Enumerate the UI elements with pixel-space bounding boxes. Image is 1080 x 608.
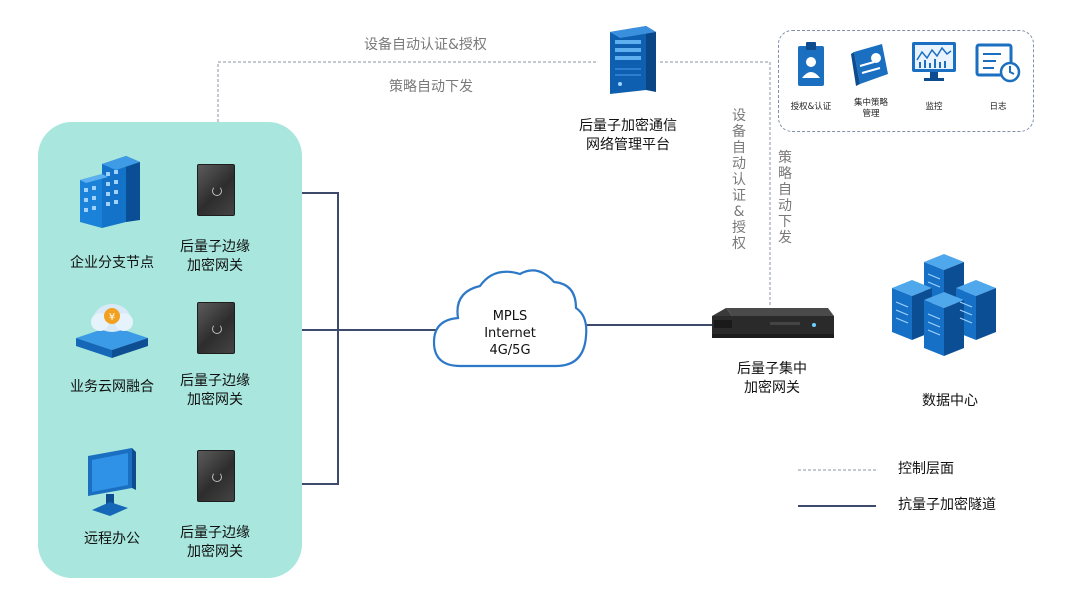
auth-vertical-char: & — [733, 204, 745, 220]
platform-title-line2: 网络管理平台 — [586, 137, 670, 153]
auth-vertical-char: 授 — [732, 220, 746, 236]
feature-label-policy: 集中策略 管理 — [846, 98, 896, 120]
edge-gateway-label-3: 后量子边缘 加密网关 — [160, 524, 270, 562]
auth-vertical-char: 动 — [732, 156, 746, 172]
building-icon — [80, 156, 140, 228]
feature-label-auth: 授权&认证 — [790, 102, 832, 112]
cloud-platform-icon: ¥ — [76, 304, 148, 358]
log-clock-icon — [975, 43, 1021, 83]
policy-vertical-char: 策 — [778, 150, 792, 166]
feature-label-monitor: 监控 — [925, 102, 943, 112]
legend-control-label: 控制层面 — [898, 461, 954, 477]
legend-tunnel-label: 抗量子加密隧道 — [898, 497, 996, 513]
policy-vertical-char: 动 — [778, 198, 792, 214]
policy-vertical-char: 下 — [778, 214, 792, 230]
monitor-chart-icon — [912, 42, 956, 81]
edge-gateway-label-2-line1: 后量子边缘 — [180, 373, 250, 389]
id-card-icon — [798, 42, 824, 86]
datacenter-label: 数据中心 — [922, 393, 978, 409]
edge-gateway-label-1-line2: 加密网关 — [187, 258, 243, 274]
computer-monitor-icon — [88, 448, 136, 516]
branch-site-label-3: 远程办公 — [84, 531, 140, 547]
server-tower-icon — [610, 26, 656, 94]
auth-vertical-char: 设 — [732, 108, 746, 124]
branch-site-label-2: 业务云网融合 — [70, 379, 154, 395]
auth-vertical-char: 证 — [732, 188, 746, 204]
cloud-label-line3: 4G/5G — [489, 343, 531, 358]
policy-vertical-char: 自 — [778, 182, 792, 198]
edge-gateway-device-2 — [197, 302, 235, 354]
edge-gateway-label-1: 后量子边缘 加密网关 — [160, 238, 270, 276]
central-gateway-label-line2: 加密网关 — [744, 380, 800, 396]
cloud-label-line2: Internet — [484, 326, 536, 341]
edge-gateway-device-1 — [197, 164, 235, 216]
cloud-label: MPLS Internet 4G/5G — [460, 308, 560, 359]
cloud-label-line1: MPLS — [492, 309, 528, 324]
edge-gateway-label-3-line2: 加密网关 — [187, 544, 243, 560]
auth-vertical-char: 认 — [732, 172, 746, 188]
datacenter-servers-icon — [892, 254, 996, 356]
network-cloud-icon — [432, 269, 588, 368]
central-gateway-label-line1: 后量子集中 — [737, 361, 807, 377]
edge-gateway-device-3 — [197, 450, 235, 502]
control-line-platform-to-gateway — [660, 61, 771, 306]
auth-vertical-char: 自 — [732, 140, 746, 156]
auth-label-vertical: 设备自动认证&授权 — [731, 108, 747, 252]
central-gateway-label: 后量子集中 加密网关 — [712, 360, 832, 398]
edge-gateway-label-2-line2: 加密网关 — [187, 392, 243, 408]
feature-label-policy-line1: 集中策略 — [853, 98, 888, 108]
edge-gateway-label-3-line1: 后量子边缘 — [180, 525, 250, 541]
platform-title: 后量子加密通信 网络管理平台 — [548, 117, 708, 155]
edge-gateway-label-2: 后量子边缘 加密网关 — [160, 372, 270, 410]
edge-gateway-label-1-line1: 后量子边缘 — [180, 239, 250, 255]
feature-label-log: 日志 — [989, 102, 1007, 112]
platform-title-line1: 后量子加密通信 — [579, 118, 677, 134]
policy-label-vertical: 策略自动下发 — [777, 150, 793, 246]
branch-site-label-1: 企业分支节点 — [70, 255, 154, 271]
central-gateway-device — [712, 308, 834, 338]
auth-vertical-char: 权 — [732, 236, 746, 252]
feature-label-policy-line2: 管理 — [862, 109, 880, 119]
auth-vertical-char: 备 — [732, 124, 746, 140]
auth-label-top: 设备自动认证&授权 — [364, 37, 487, 53]
policy-book-icon — [851, 44, 888, 86]
svg-text:¥: ¥ — [109, 312, 115, 323]
policy-vertical-char: 发 — [778, 230, 792, 246]
control-features-box — [778, 30, 1034, 132]
policy-label-top: 策略自动下发 — [389, 79, 473, 95]
policy-vertical-char: 略 — [778, 166, 792, 182]
control-line-top — [217, 61, 598, 122]
